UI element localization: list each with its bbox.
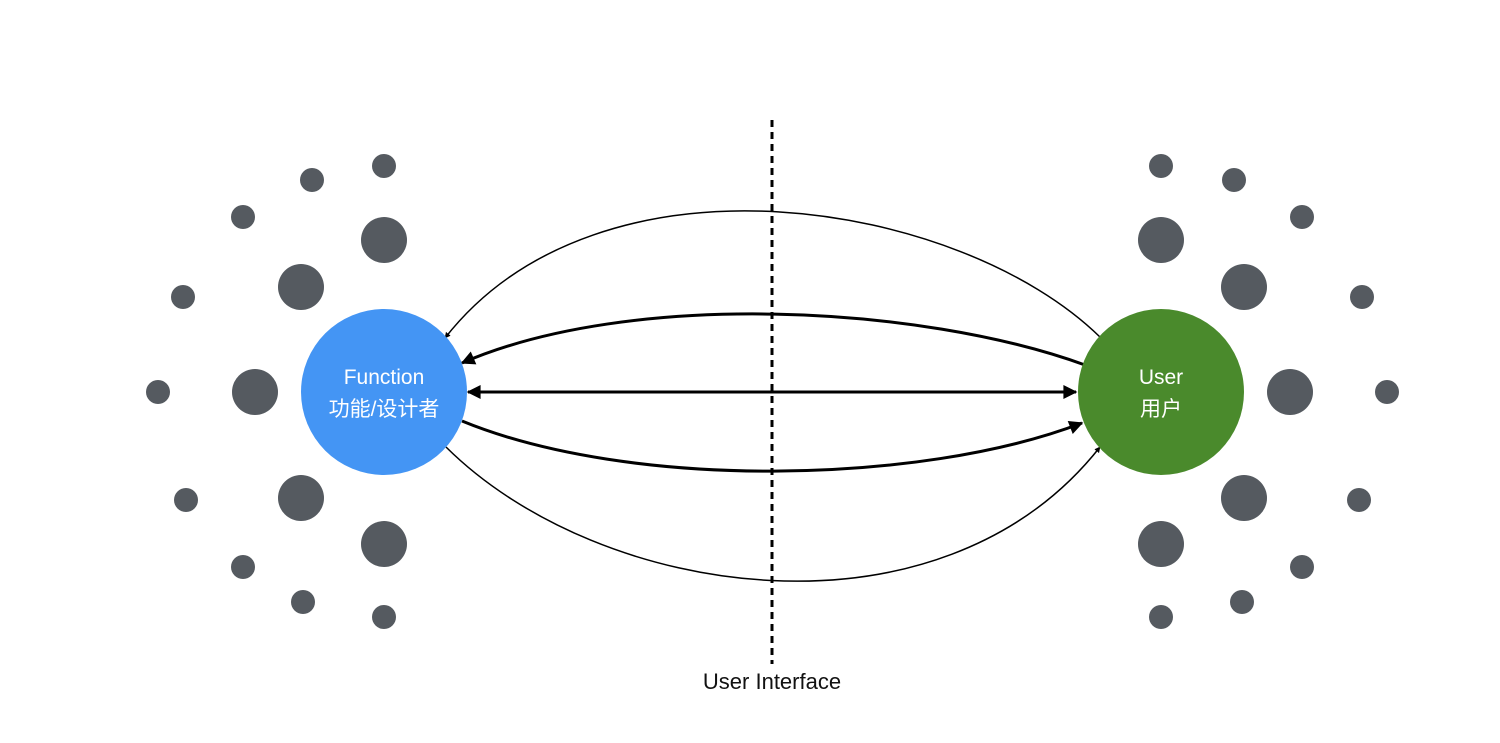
cluster-dot: [232, 369, 278, 415]
cluster-dot: [174, 488, 198, 512]
cluster-dot: [1222, 168, 1246, 192]
cluster-dot: [372, 154, 396, 178]
function-node: Function 功能/设计者: [301, 309, 467, 475]
cluster-dot: [1347, 488, 1371, 512]
cluster-dot: [361, 217, 407, 263]
cluster-dot: [1350, 285, 1374, 309]
cluster-dot: [1221, 264, 1267, 310]
user-node-circle: [1078, 309, 1244, 475]
function-node-label-zh: 功能/设计者: [329, 398, 440, 421]
cluster-dot: [291, 590, 315, 614]
cluster-dot: [1138, 217, 1184, 263]
cluster-dot: [146, 380, 170, 404]
arrow-function-to-user-outer: [445, 446, 1101, 582]
cluster-dot: [1290, 205, 1314, 229]
cluster-dot: [1267, 369, 1313, 415]
connection-arrows: [444, 210, 1101, 582]
cluster-dot: [1221, 475, 1267, 521]
cluster-dot: [1149, 154, 1173, 178]
function-node-circle: [301, 309, 467, 475]
arrow-user-to-function-inner: [460, 312, 1086, 367]
function-node-label-en: Function: [344, 366, 425, 389]
cluster-dot: [1230, 590, 1254, 614]
cluster-dot: [1375, 380, 1399, 404]
arrow-user-to-function-outer: [444, 210, 1101, 339]
cluster-dot: [361, 521, 407, 567]
function-dot-cluster: [146, 154, 407, 629]
cluster-dot: [278, 475, 324, 521]
cluster-dot: [231, 205, 255, 229]
user-node-label-en: User: [1139, 366, 1183, 389]
user-node: User 用户: [1078, 309, 1244, 475]
cluster-dot: [372, 605, 396, 629]
cluster-dot: [1149, 605, 1173, 629]
arrow-function-to-user-inner: [461, 419, 1084, 473]
user-dot-cluster: [1138, 154, 1399, 629]
cluster-dot: [171, 285, 195, 309]
cluster-dot: [1138, 521, 1184, 567]
cluster-dot: [1290, 555, 1314, 579]
cluster-dot: [278, 264, 324, 310]
cluster-dot: [231, 555, 255, 579]
user-interface-label: User Interface: [703, 669, 841, 694]
cluster-dot: [300, 168, 324, 192]
user-node-label-zh: 用户: [1140, 398, 1182, 421]
